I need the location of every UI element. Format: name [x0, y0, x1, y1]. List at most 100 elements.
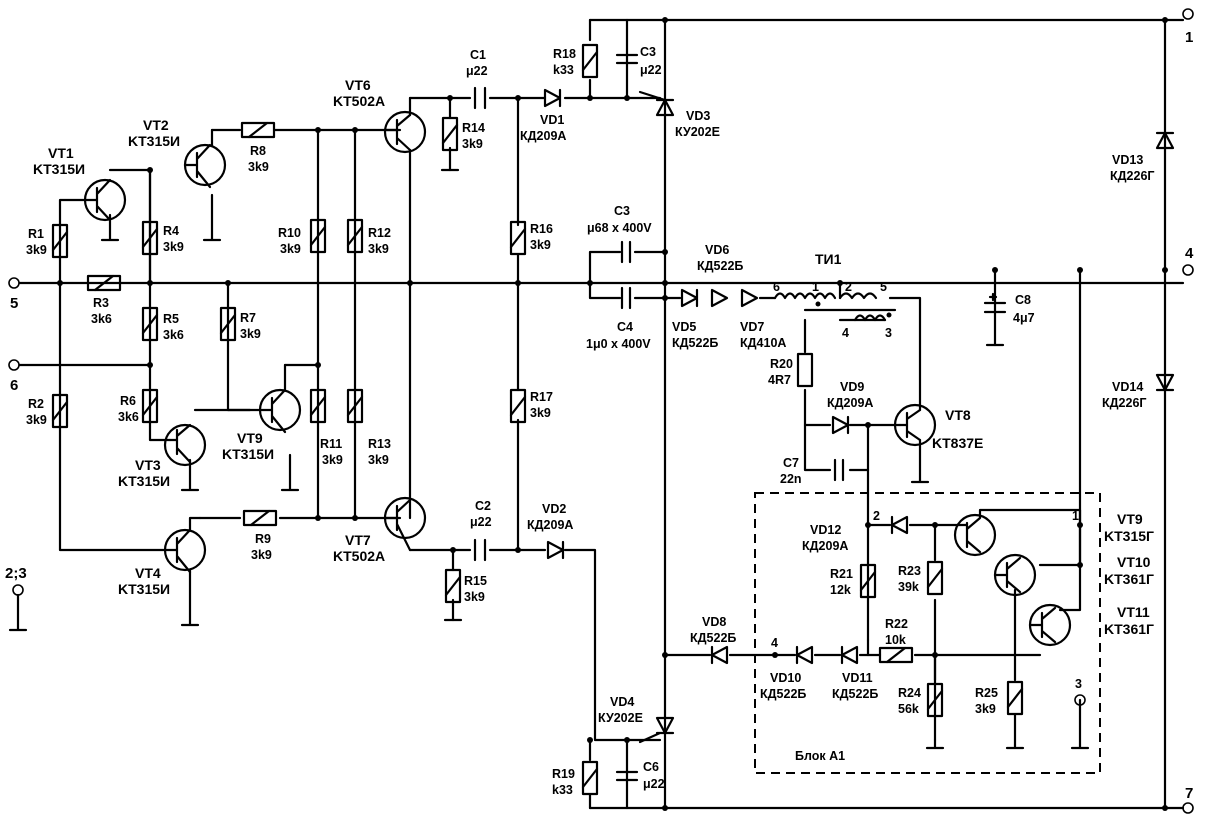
- resistor-r16: [509, 220, 527, 256]
- capacitor-c1: [473, 86, 487, 110]
- vt7-type: KT502A: [333, 548, 385, 564]
- labels: VT1 KT315И VT2 KT315И VT3 KT315И VT4 KT3…: [26, 45, 1154, 797]
- resistors-r17-val-label: 3k9: [530, 406, 551, 420]
- vt7-ref: VT7: [345, 532, 371, 548]
- capacitors-c4-ref-label: C4: [617, 320, 633, 334]
- resistors-r24-val-label: 56k: [898, 702, 919, 716]
- block-nodes-n4-label: 4: [771, 636, 778, 650]
- capacitors-c8-val-label: 4μ7: [1013, 311, 1035, 325]
- diodes-vd9-ref-label: VD9: [840, 380, 864, 394]
- resistor-r15: [444, 568, 462, 604]
- resistors-r2-ref-label: R2: [28, 397, 44, 411]
- diode-vd12: [890, 515, 909, 535]
- diodes-vd7-ref-label: VD7: [740, 320, 764, 334]
- diodes-vd13-ref-label: VD13: [1112, 153, 1143, 167]
- block-nodes-n1-label: 1: [1072, 509, 1079, 523]
- resistors-r9-ref-label: R9: [255, 532, 271, 546]
- resistors-r21-ref-label: R21: [830, 567, 853, 581]
- junctions: [57, 17, 1168, 811]
- capacitors-c1-ref-label: C1: [470, 48, 486, 62]
- resistors-r3-val-label: 3k6: [91, 312, 112, 326]
- resistors-r20-val-label: 4R7: [768, 373, 791, 387]
- resistor-r19: [581, 760, 599, 796]
- block-a1-title: Блок А1: [795, 749, 845, 763]
- resistors-r22-ref-label: R22: [885, 617, 908, 631]
- resistor-r21: [859, 563, 877, 599]
- diodes-vd5-type-label: КД522Б: [672, 336, 718, 350]
- transistor-vt9-block: [953, 508, 1082, 557]
- resistors-r11-val-label: 3k9: [322, 453, 343, 467]
- capacitors-c2-ref-label: C2: [475, 499, 491, 513]
- resistors-r8-val-label: 3k9: [248, 160, 269, 174]
- vt3-type: KT315И: [118, 473, 170, 489]
- resistor-r24: [926, 682, 944, 718]
- capacitor-c7: [833, 458, 845, 482]
- vt2-type: KT315И: [128, 133, 180, 149]
- resistors-r7-ref-label: R7: [240, 311, 256, 325]
- resistor-r7: [219, 306, 237, 342]
- resistor-r18: [581, 43, 599, 79]
- resistors-r14-ref-label: R14: [462, 121, 485, 135]
- transistor-vt8: [893, 403, 937, 447]
- diode-vd13: [1155, 131, 1175, 150]
- resistors-r1-ref-label: R1: [28, 227, 44, 241]
- resistors-r3-ref-label: R3: [93, 296, 109, 310]
- terminals: 5 6 1 4 7 2;3: [5, 8, 1194, 814]
- resistors-r10-val-label: 3k9: [280, 242, 301, 256]
- vt8-type: KT837E: [932, 435, 983, 451]
- vt10-ref: VT10: [1117, 554, 1151, 570]
- resistor-r22: [878, 646, 914, 664]
- transformer-ref-label: ТИ1: [815, 251, 842, 267]
- capacitor-c8: [983, 292, 1007, 314]
- diodes-vd10-ref-label: VD10: [770, 671, 801, 685]
- transformer-pins-p4-label: 4: [842, 326, 849, 340]
- resistors-r5-val-label: 3k6: [163, 328, 184, 342]
- terminal-1-label: 1: [1185, 29, 1193, 46]
- resistors-r22-val-label: 10k: [885, 633, 906, 647]
- vt9-block-type: KT315Г: [1104, 528, 1154, 544]
- resistors-r21-val-label: 12k: [830, 583, 851, 597]
- diodes-vd4-type-label: КУ202Е: [598, 711, 643, 725]
- transformer-pins-p6-label: 6: [773, 280, 780, 294]
- vt10-type: KT361Г: [1104, 571, 1154, 587]
- resistor-r23: [926, 560, 944, 596]
- transformer-pins-p1-label: 1: [812, 280, 819, 294]
- resistor-r6: [141, 388, 159, 424]
- capacitors-c3a-ref-label: C3: [640, 45, 656, 59]
- resistor-r3: [86, 274, 122, 292]
- vt2-ref: VT2: [143, 117, 169, 133]
- resistors-r5-ref-label: R5: [163, 312, 179, 326]
- resistor-r2: [51, 393, 69, 429]
- resistor-r8: [240, 121, 276, 139]
- resistors-r1-val-label: 3k9: [26, 243, 47, 257]
- terminal-7-label: 7: [1185, 785, 1193, 802]
- vt6-type: KT502A: [333, 93, 385, 109]
- resistors-r23-val-label: 39k: [898, 580, 919, 594]
- resistors-r25-val-label: 3k9: [975, 702, 996, 716]
- terminal-5-label: 5: [10, 295, 18, 312]
- resistor-r25: [1006, 680, 1024, 716]
- diode-vd14: [1155, 373, 1175, 392]
- capacitor-c6: [615, 770, 639, 782]
- vt1-ref: VT1: [48, 145, 74, 161]
- diodes-vd4-ref-label: VD4: [610, 695, 634, 709]
- diode-vd8: [710, 645, 729, 665]
- resistors-r16-ref-label: R16: [530, 222, 553, 236]
- diodes-vd6-type-label: КД522Б: [697, 259, 743, 273]
- resistor-r17: [509, 388, 527, 424]
- diode-vd9: [831, 415, 850, 435]
- capacitors-c1-val-label: μ22: [466, 64, 488, 78]
- thyristor-vd4: [638, 716, 675, 744]
- diode-vd2: [546, 540, 565, 560]
- diodes-vd13-type-label: КД226Г: [1110, 169, 1154, 183]
- transistor-vt4: [163, 516, 207, 574]
- diodes-vd14-type-label: КД226Г: [1102, 396, 1146, 410]
- transistors: [83, 110, 1082, 647]
- vt3-ref: VT3: [135, 457, 161, 473]
- diodes-vd3-type-label: КУ202Е: [675, 125, 720, 139]
- diodes-vd2-ref-label: VD2: [542, 502, 566, 516]
- diodes-vd12-type-label: КД209А: [802, 539, 848, 553]
- resistors-r19-val-label: k33: [552, 783, 573, 797]
- diodes-vd11-ref-label: VD11: [842, 671, 873, 685]
